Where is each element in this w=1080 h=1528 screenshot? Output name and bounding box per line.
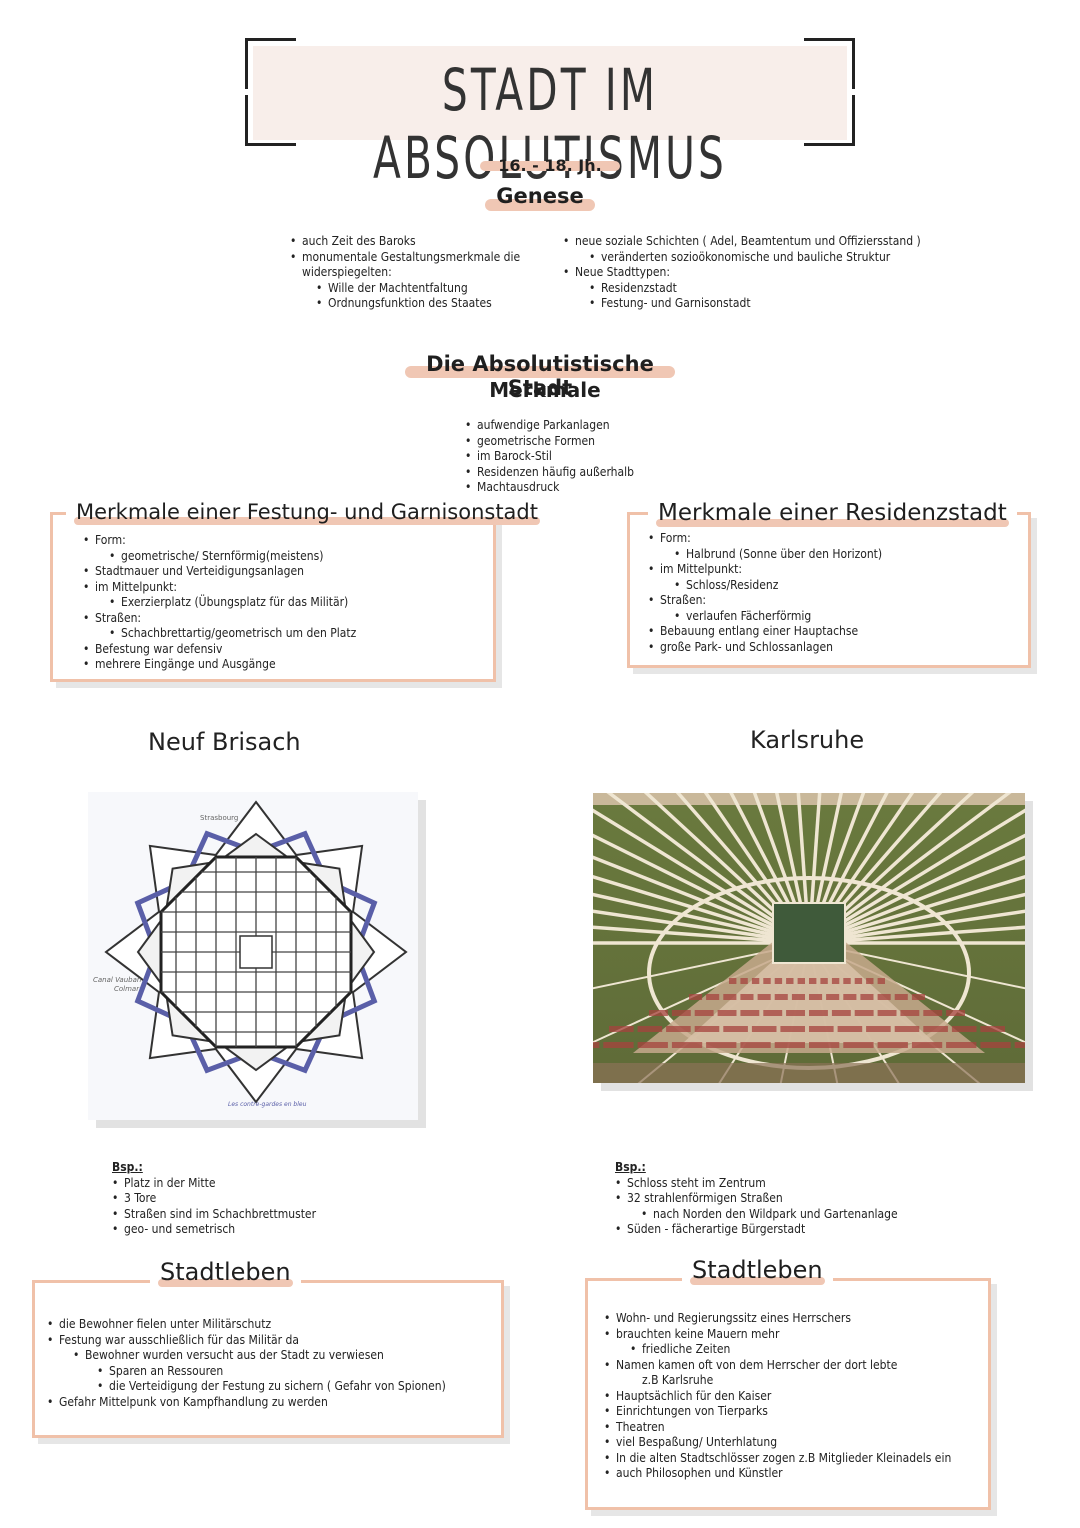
list-item: Form: [648,531,1018,547]
list-item: Süden - fächerartige Bürgerstadt [615,1222,975,1238]
list-item: Straßen sind im Schachbrettmuster [112,1207,392,1223]
karlsruhe-image [389,643,1080,1241]
list-item: geometrische/ Sternförmig(meistens) [109,549,483,565]
fortress-plan-image: Strasbourg Canal Vauban Colmar Les contr… [88,792,418,1120]
list-item: Theatren [604,1420,984,1436]
list-item: Befestung war defensiv [83,642,483,658]
list-item: Exerzierplatz (Übungsplatz für das Milit… [109,595,483,611]
list-item: im Mittelpunkt: [83,580,483,596]
city-name-neuf-brisach: Neuf Brisach [148,728,301,756]
genese-heading: Genese [485,184,595,211]
list-item: Hauptsächlich für den Kaiser [604,1389,984,1405]
period-label: 16. - 18. Jh. [480,156,620,175]
list-item: aufwendige Parkanlagen [465,418,685,434]
map-label-strasbourg: Strasbourg [200,814,238,822]
residenz-box-title: Merkmale einer Residenzstadt [648,500,1017,527]
list-item: brauchten keine Mauern mehr [604,1327,984,1343]
list-item: Sparen an Ressouren [97,1364,497,1380]
list-item: Bebauung entlang einer Hauptachse [648,624,1018,640]
festung-box: Form:geometrische/ Sternförmig(meistens)… [50,512,496,682]
list-item: Festung- und Garnisonstadt [589,296,923,312]
stadtleben-right-title: Stadtleben [682,1256,833,1285]
list-item: 32 strahlenförmigen Straßen [615,1191,975,1207]
list-item: die Verteidigung der Festung zu sichern … [97,1379,497,1395]
bsp-right-label: Bsp.: [615,1160,646,1174]
list-item: geometrische Formen [465,434,685,450]
list-item: Wohn- und Regierungssitz eines Herrscher… [604,1311,984,1327]
list-item: mehrere Eingänge und Ausgänge [83,657,483,673]
list-item: Ordnungsfunktion des Staates [316,296,550,312]
list-item: friedliche Zeiten [630,1342,984,1358]
list-item: Gefahr Mittelpunk von Kampfhandlung zu w… [47,1395,497,1411]
list-item: 3 Tore [112,1191,392,1207]
neuf-brisach-map: Strasbourg Canal Vauban Colmar Les contr… [88,792,418,1120]
page-title: Stadt im Absolutismus [373,56,727,192]
merkmale-subheading: Merkmale [489,378,601,402]
city-name-karlsruhe: Karlsruhe [750,726,865,754]
bsp-left: Bsp.: Platz in der Mitte3 ToreStraßen si… [112,1160,392,1238]
list-item: Straßen: [83,611,483,627]
list-item: geo- und semetrisch [112,1222,392,1238]
map-label-canal: Canal Vauban [93,976,141,984]
list-item: neue soziale Schichten ( Adel, Beamtentu… [563,234,923,250]
list-item: Straßen: [648,593,1018,609]
list-item: Halbrund (Sonne über den Horizont) [674,547,1018,563]
list-item: Machtausdruck [465,480,685,496]
list-item: Neue Stadttypen: [563,265,923,281]
list-item: Einrichtungen von Tierparks [604,1404,984,1420]
list-item: Schloss steht im Zentrum [615,1176,975,1192]
stadtleben-right-box: Wohn- und Regierungssitz eines Herrscher… [585,1278,991,1510]
absolutist-city-heading: Die Absolutistische Stadt [405,352,675,400]
list-item: Wille der Machtentfaltung [316,281,550,297]
bsp-right: Bsp.: Schloss steht im Zentrum32 strahle… [615,1160,975,1238]
list-item: verlaufen Fächerförmig [674,609,1018,625]
list-item: monumentale Gestaltungsmerkmale die wide… [290,250,550,281]
list-item: Residenzen häufig außerhalb [465,465,685,481]
list-item: Bewohner wurden versucht aus der Stadt z… [73,1348,497,1364]
genese-right-list: neue soziale Schichten ( Adel, Beamtentu… [563,234,923,312]
list-item: Residenzstadt [589,281,923,297]
title-box: Stadt im Absolutismus [245,38,855,192]
list-item: In die alten Stadtschlösser zogen z.B Mi… [604,1451,984,1467]
list-item: viel Bespaßung/ Unterhlatung [604,1435,984,1451]
list-item: auch Philosophen und Künstler [604,1466,984,1482]
stadtleben-left-title: Stadtleben [150,1258,301,1287]
list-item: Form: [83,533,483,549]
bsp-left-label: Bsp.: [112,1160,143,1174]
list-item: Stadtmauer und Verteidigungsanlagen [83,564,483,580]
genese-left-list: auch Zeit des Baroksmonumentale Gestaltu… [290,234,550,312]
stadtleben-left-box: die Bewohner fielen unter MilitärschutzF… [32,1280,504,1438]
map-label-legend: Les contre-gardes en bleu [228,1101,307,1108]
list-item: z.B Karlsruhe [642,1373,714,1387]
list-item: die Bewohner fielen unter Militärschutz [47,1317,497,1333]
list-item: nach Norden den Wildpark und Gartenanlag… [641,1207,975,1223]
list-item: Platz in der Mitte [112,1176,392,1192]
karlsruhe-plan-image [389,643,1080,1241]
list-item: Namen kamen oft von dem Herrscher der do… [604,1358,984,1374]
list-item: veränderten sozioökonomische und baulich… [589,250,923,266]
list-item: auch Zeit des Baroks [290,234,550,250]
list-item: Schloss/Residenz [674,578,1018,594]
list-item: Schachbrettartig/geometrisch um den Plat… [109,626,483,642]
residenz-box: Form:Halbrund (Sonne über den Horizont)i… [627,512,1031,668]
list-item: große Park- und Schlossanlagen [648,640,1018,656]
map-label-colmar: Colmar [114,985,140,993]
list-item: im Barock-Stil [465,449,685,465]
absolutist-city-list: aufwendige Parkanlagengeometrische Forme… [465,418,685,496]
festung-box-title: Merkmale einer Festung- und Garnisonstad… [66,500,548,525]
list-item: im Mittelpunkt: [648,562,1018,578]
list-item: Festung war ausschließlich für das Milit… [47,1333,497,1349]
